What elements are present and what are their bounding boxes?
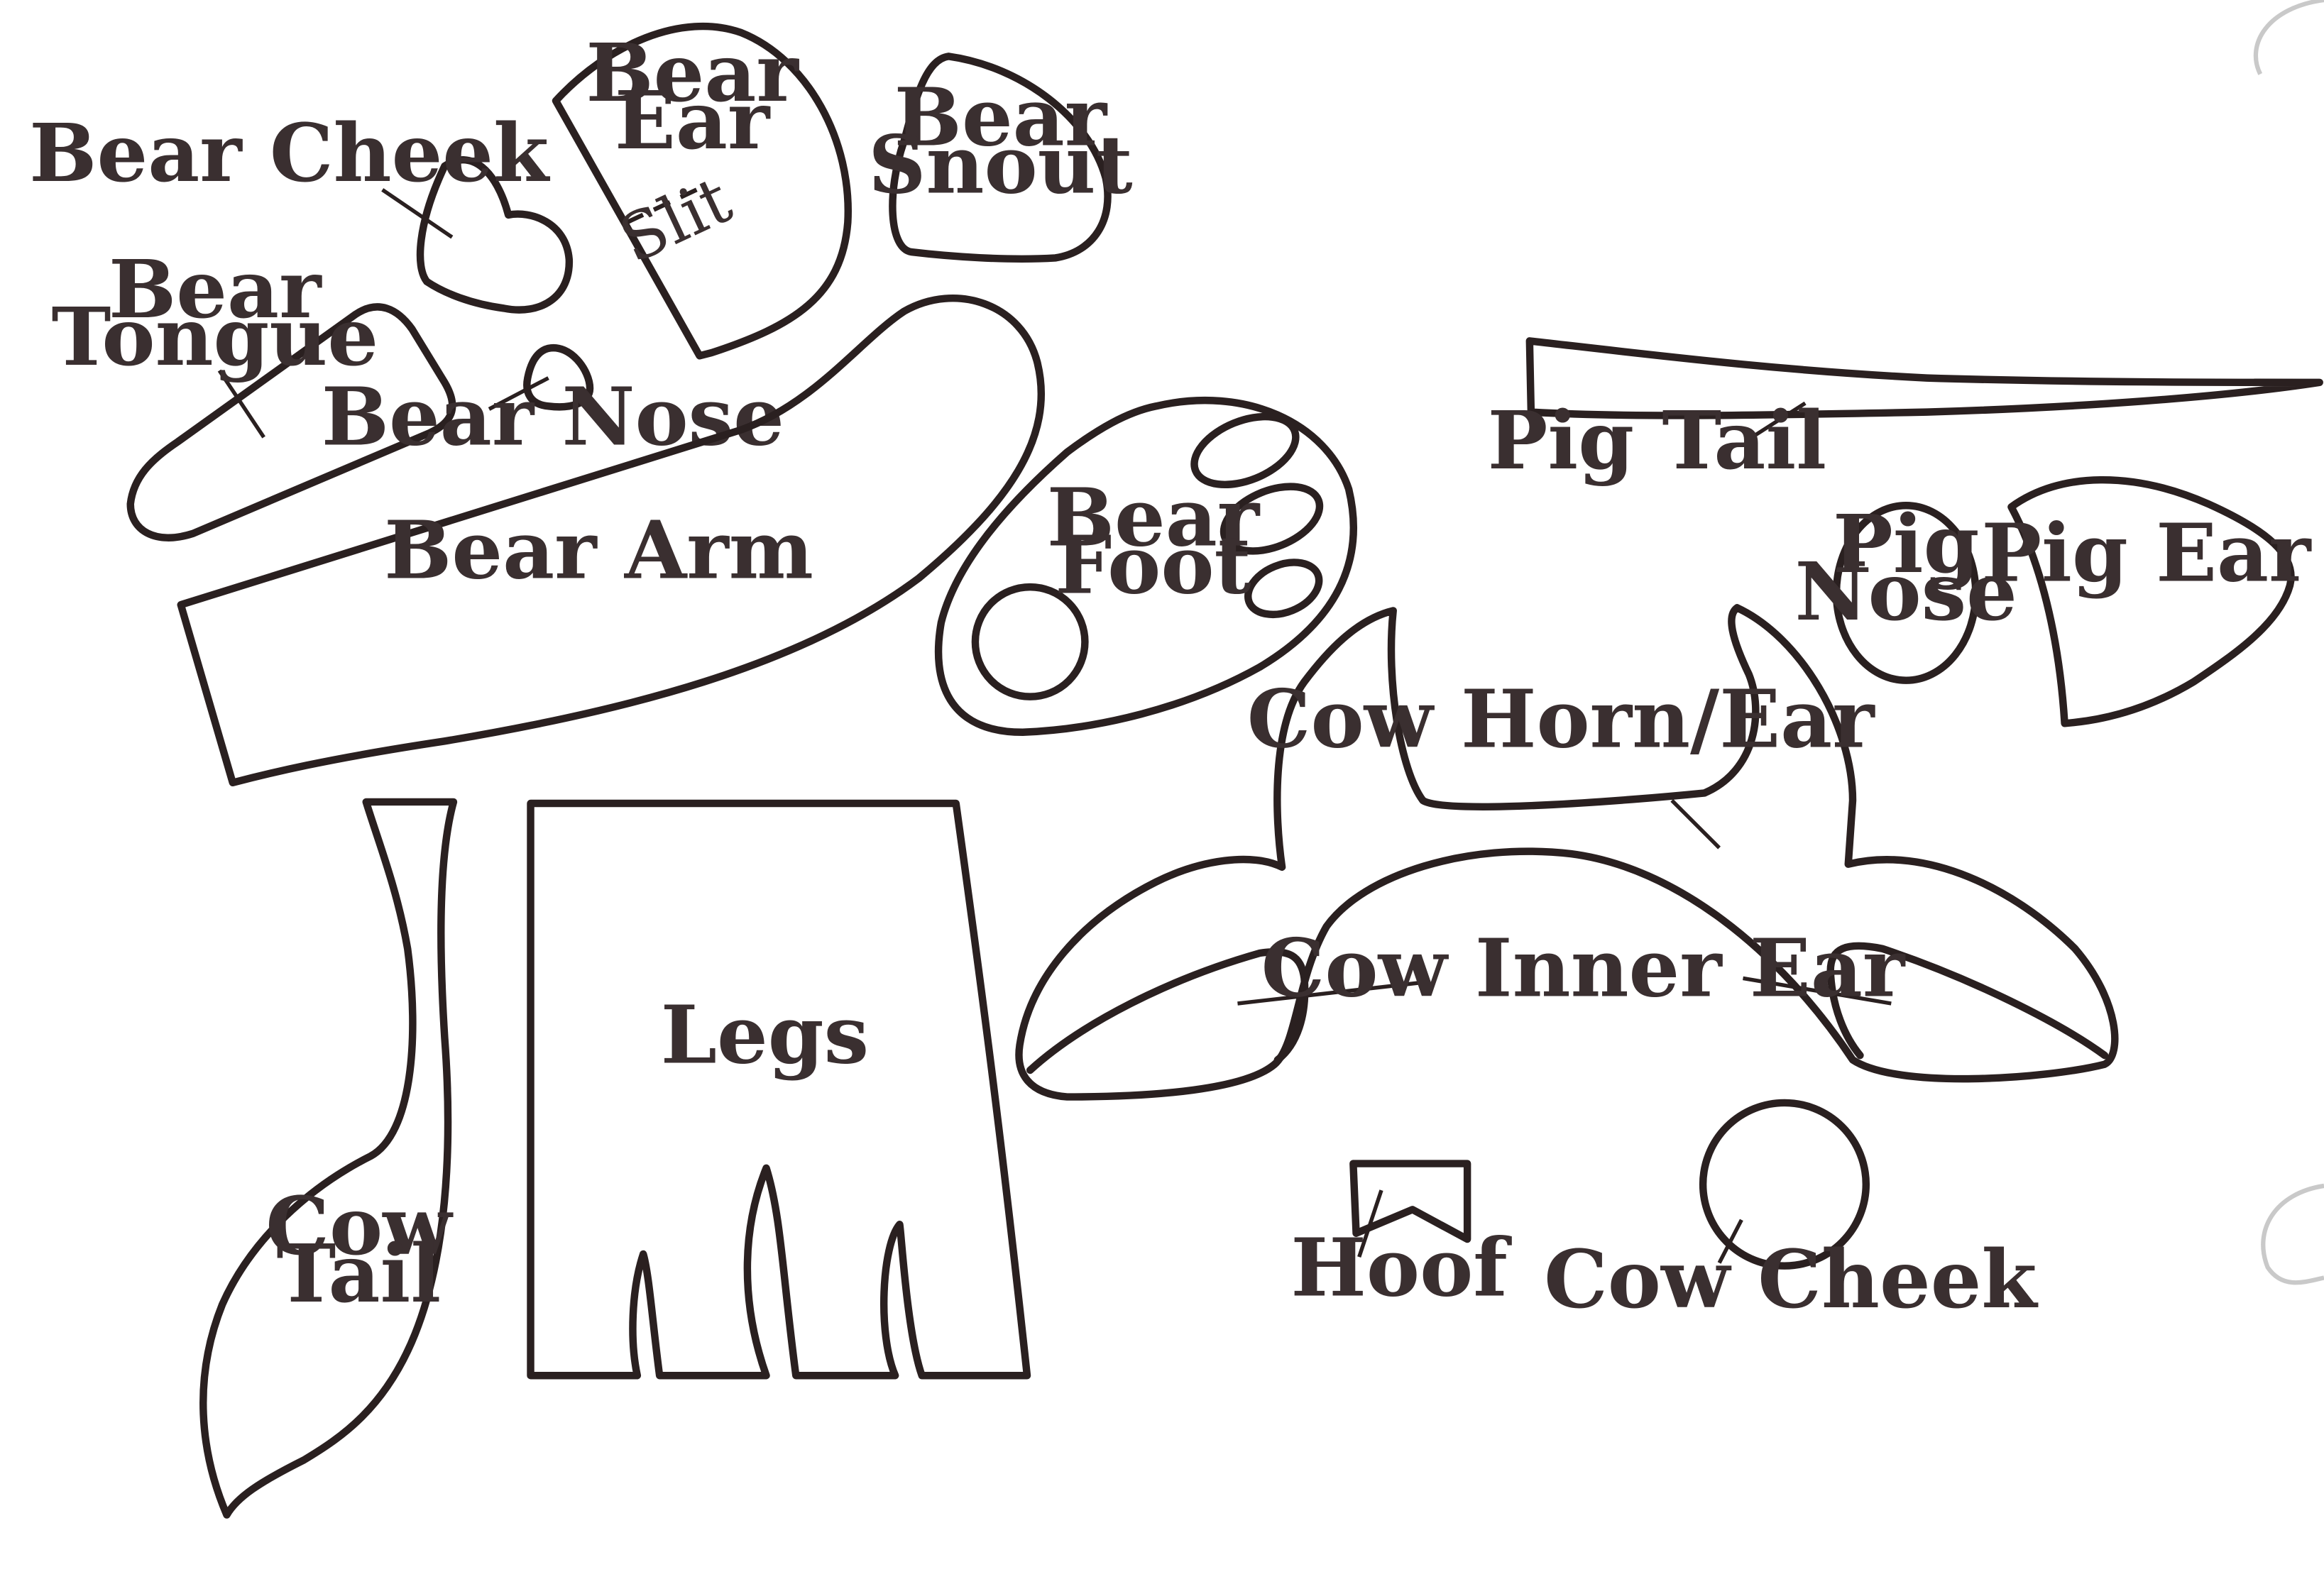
bear-tongue-outline — [126, 303, 456, 541]
pig-tail-leader — [1750, 401, 1807, 439]
pig-nose-piece: Pig Nose — [1794, 497, 2017, 684]
pig-nose-label-line1: Pig — [1833, 497, 1979, 591]
hole-punch-bottom — [2261, 1183, 2324, 1285]
pig-nose-label-line2: Nose — [1794, 544, 2017, 639]
bear-arm-label: Bear Arm — [384, 503, 813, 598]
legs-outline — [527, 799, 1031, 1380]
cow-inner-ear-right-outline — [1826, 942, 2109, 1060]
bear-cheek-label: Bear Cheek — [29, 106, 551, 200]
bear-ear-label-line2: Ear — [615, 73, 771, 167]
bear-snout-label-line1: Bear — [894, 70, 1108, 165]
bear-cheek-leader — [381, 188, 454, 239]
pig-ear-label: Pig Ear — [1981, 506, 2312, 600]
legs-label: Legs — [661, 988, 869, 1082]
cow-horn-ear-leader — [1670, 798, 1721, 850]
bear-snout-piece: Bear Snout — [868, 53, 1133, 263]
bear-tongue-piece: Bear Tongue — [51, 242, 456, 541]
pig-nose-outline — [1832, 501, 1980, 684]
hoof-piece: Hoof — [1290, 1160, 1512, 1314]
bear-foot-heel-pad — [971, 583, 1089, 700]
pig-ear-piece: Pig Ear — [1981, 475, 2312, 727]
bear-tongue-label-line2: Tongue — [51, 290, 378, 384]
bear-ear-piece: Bear Ear Slit — [552, 22, 852, 360]
bear-foot-label-line2: Foot — [1055, 517, 1251, 612]
bear-foot-outline — [934, 397, 1357, 736]
cow-cheek-outline — [1699, 1099, 1870, 1270]
bear-arm-outline — [177, 294, 1046, 787]
bear-foot-label-line1: Bear — [1047, 471, 1261, 565]
cow-inner-ear-label: Cow Inner Ear — [1261, 921, 1906, 1016]
bear-cheek-piece: Bear Cheek — [29, 106, 574, 314]
hoof-label: Hoof — [1290, 1220, 1512, 1314]
cow-tail-piece: Cow Tail — [199, 798, 458, 1519]
hoof-outline — [1349, 1160, 1471, 1243]
cow-inner-ear-piece: Cow Inner Ear — [1026, 921, 2109, 1074]
bear-foot-piece: Bear Foot — [934, 397, 1357, 736]
cow-inner-ear-leader-right — [1743, 976, 1892, 1006]
bear-ear-outline — [552, 22, 852, 360]
bear-tongue-leader — [217, 369, 265, 439]
bear-nose-label: Bear Nose — [322, 370, 784, 464]
bear-nose-piece: Bear Nose — [322, 343, 784, 464]
cow-cheek-leader — [1717, 1219, 1743, 1264]
cow-horn-ear-piece: Cow Horn/Ear — [1015, 604, 2119, 1101]
cow-tail-label-line2: Tail — [276, 1226, 441, 1321]
hoof-leader — [1357, 1189, 1383, 1258]
pig-ear-outline — [2007, 475, 2295, 727]
cow-tail-label-line1: Cow — [265, 1179, 454, 1273]
bear-foot-toe-pad-3 — [1244, 559, 1323, 619]
bear-ear-slit-label: Slit — [608, 162, 742, 278]
bear-foot-toe-pad-1 — [1190, 412, 1300, 489]
legs-piece: Legs — [527, 799, 1031, 1380]
bear-nose-outline — [523, 343, 594, 411]
bear-snout-outline — [889, 53, 1112, 263]
pig-tail-outline — [1525, 337, 2323, 419]
bear-nose-leader — [488, 376, 549, 411]
cow-cheek-piece: Cow Cheek — [1544, 1099, 2039, 1326]
cow-tail-outline — [199, 798, 458, 1519]
cow-horn-ear-label: Cow Horn/Ear — [1247, 672, 1875, 766]
pig-tail-label: Pig Tail — [1488, 393, 1826, 488]
hole-punch-top — [2253, 0, 2324, 75]
bear-ear-slit-line — [625, 187, 698, 225]
pig-tail-piece: Pig Tail — [1488, 337, 2323, 488]
bear-ear-label-line1: Bear — [586, 26, 799, 120]
cow-inner-ear-left-outline — [1026, 948, 1309, 1074]
cow-inner-ear-leader-left — [1237, 981, 1420, 1006]
bear-cheek-outline — [416, 156, 574, 314]
bear-foot-toe-pad-2 — [1219, 483, 1324, 555]
bear-arm-piece: Bear Arm — [177, 294, 1046, 787]
bear-snout-label-line2: Snout — [868, 118, 1133, 212]
bear-tongue-label-line1: Bear — [109, 242, 322, 336]
cow-cheek-label: Cow Cheek — [1544, 1232, 2039, 1326]
